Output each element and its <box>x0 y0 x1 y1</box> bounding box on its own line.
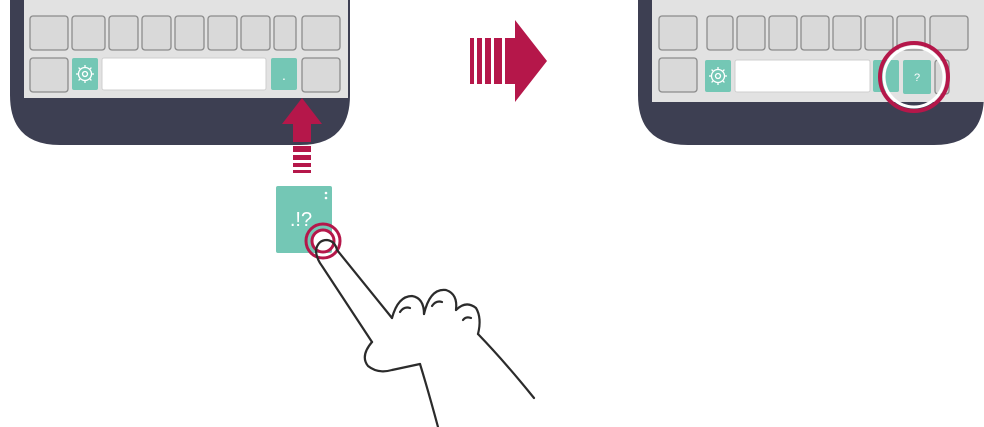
key[interactable] <box>737 16 765 50</box>
key[interactable] <box>833 16 861 50</box>
key[interactable] <box>769 16 797 50</box>
key[interactable] <box>707 16 733 50</box>
key[interactable] <box>30 58 68 92</box>
key[interactable] <box>30 16 68 50</box>
key[interactable] <box>659 16 697 50</box>
key[interactable] <box>175 16 204 50</box>
key[interactable] <box>302 16 340 50</box>
key[interactable] <box>109 16 138 50</box>
space-bar[interactable] <box>102 58 266 90</box>
key[interactable] <box>930 16 968 50</box>
question-mark-key-label: ? <box>914 72 920 84</box>
period-key-label: . <box>282 67 286 83</box>
right-arrow-icon <box>470 20 547 102</box>
key[interactable] <box>142 16 171 50</box>
right-phone: ? <box>638 0 984 145</box>
space-bar[interactable] <box>735 60 870 92</box>
key[interactable] <box>302 58 340 92</box>
hand-icon <box>316 240 534 427</box>
popup-key-hint-dot <box>325 197 328 200</box>
key[interactable] <box>274 16 296 50</box>
key[interactable] <box>659 58 697 92</box>
left-keyboard-top-row <box>30 16 340 50</box>
settings-key[interactable] <box>705 60 731 92</box>
key[interactable] <box>865 16 893 50</box>
key[interactable] <box>801 16 829 50</box>
key[interactable] <box>241 16 270 50</box>
popup-key-hint-dot <box>325 192 328 195</box>
key[interactable] <box>72 16 105 50</box>
popup-key-label: .!? <box>290 209 312 231</box>
key[interactable] <box>208 16 237 50</box>
settings-key[interactable] <box>72 58 98 90</box>
